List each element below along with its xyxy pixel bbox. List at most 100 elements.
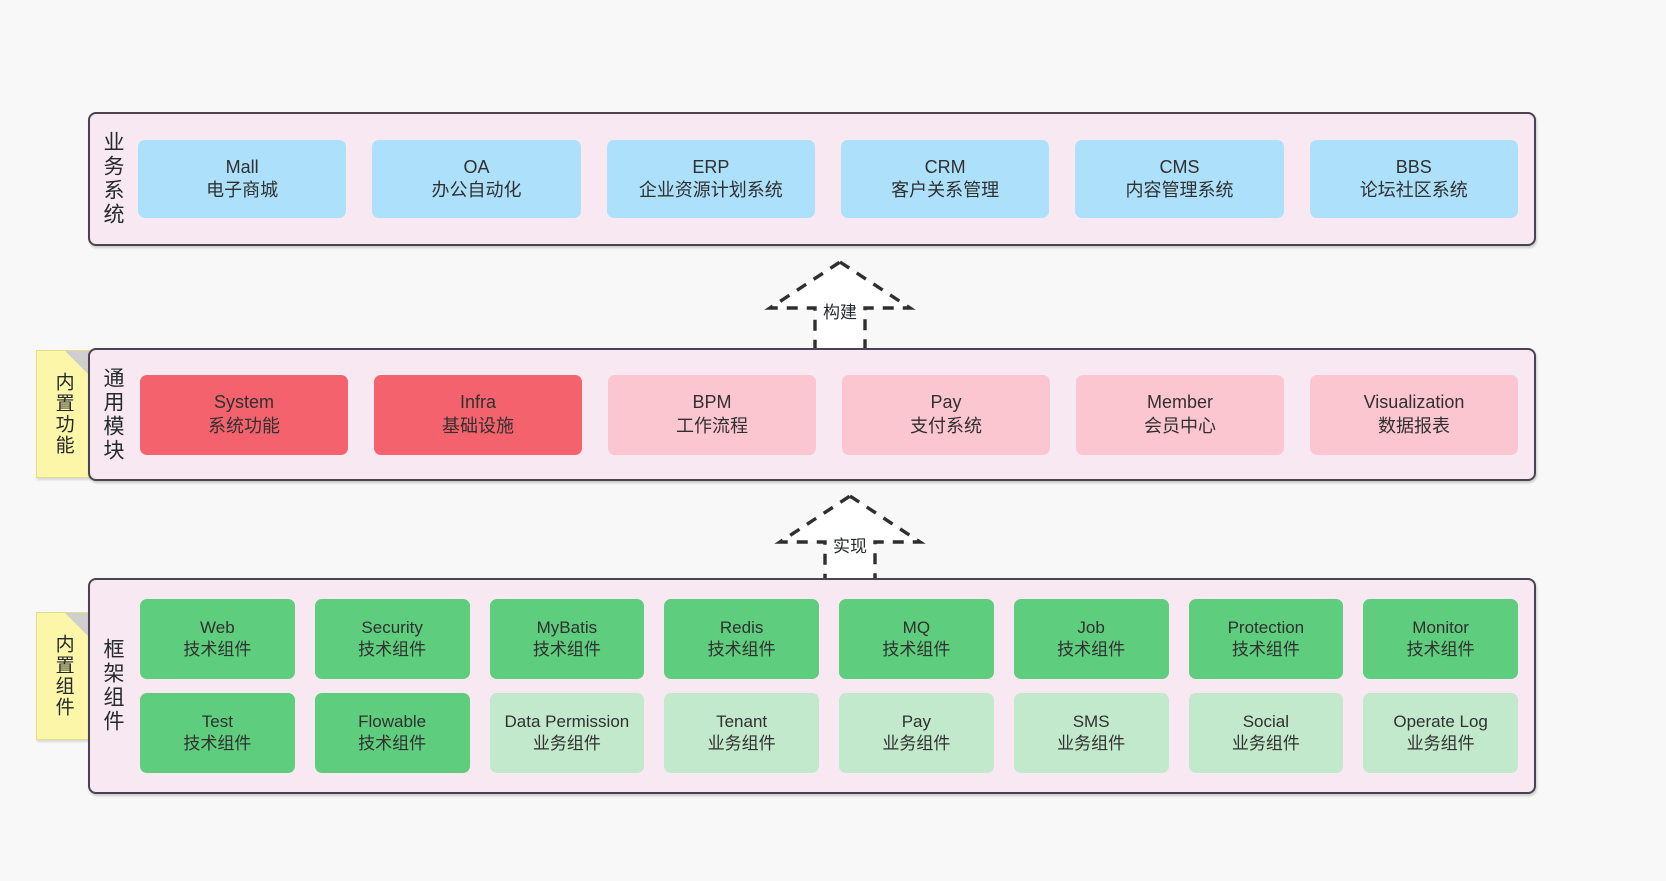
node-test-desc: 技术组件	[183, 734, 252, 753]
node-oa-desc: 办公自动化	[431, 180, 522, 200]
node-bpm-name: BPM	[692, 392, 732, 413]
node-mall-name: Mall	[225, 156, 259, 177]
node-mybatis[interactable]: MyBatis 技术组件	[489, 599, 645, 679]
layer-framework-body: Web 技术组件 Security 技术组件 MyBatis 技术组件 Redi…	[134, 580, 1534, 792]
node-protection[interactable]: Protection 技术组件	[1188, 599, 1344, 679]
node-pay-module-desc: 支付系统	[910, 415, 982, 436]
node-mq-desc: 技术组件	[882, 640, 951, 659]
node-bpm-desc: 工作流程	[676, 415, 748, 436]
layer-common-title: 通用模块	[101, 366, 125, 463]
node-erp[interactable]: ERP 企业资源计划系统	[606, 140, 815, 218]
node-web-desc: 技术组件	[183, 640, 252, 659]
node-monitor[interactable]: Monitor 技术组件	[1363, 599, 1518, 679]
node-security-desc: 技术组件	[358, 640, 427, 659]
node-bpm[interactable]: BPM 工作流程	[608, 374, 816, 455]
node-job-desc: 技术组件	[1057, 640, 1126, 659]
node-tenant[interactable]: Tenant 业务组件	[664, 693, 819, 773]
node-data-permission[interactable]: Data Permission 业务组件	[489, 693, 645, 773]
node-oa[interactable]: OA 办公自动化	[372, 140, 581, 218]
node-protection-desc: 技术组件	[1231, 640, 1300, 659]
node-oa-name: OA	[463, 156, 490, 177]
node-system-name: System	[213, 392, 274, 413]
node-visualization-desc: 数据报表	[1378, 415, 1450, 436]
framework-row-tech: Web 技术组件 Security 技术组件 MyBatis 技术组件 Redi…	[140, 599, 1518, 679]
note-builtin-components: 内置组件	[36, 612, 90, 740]
node-cms[interactable]: CMS 内容管理系统	[1075, 140, 1284, 218]
layer-business-body: Mall 电子商城 OA 办公自动化 ERP 企业资源计划系统 CRM 客户关系…	[134, 114, 1534, 244]
node-web[interactable]: Web 技术组件	[140, 599, 295, 679]
node-flowable-desc: 技术组件	[358, 734, 427, 753]
node-web-name: Web	[200, 617, 235, 637]
layer-business-title: 业务系统	[101, 131, 125, 227]
node-mybatis-desc: 技术组件	[532, 640, 601, 659]
node-cms-desc: 内容管理系统	[1125, 180, 1234, 200]
node-tenant-desc: 业务组件	[707, 734, 776, 753]
layer-business-systems: 业务系统 Mall 电子商城 OA 办公自动化 ERP 企业资源计划系统 CRM…	[88, 112, 1536, 246]
node-bbs[interactable]: BBS 论坛社区系统	[1309, 140, 1518, 218]
node-job[interactable]: Job 技术组件	[1013, 599, 1169, 679]
node-pay-component-name: Pay	[901, 711, 932, 731]
node-member[interactable]: Member 会员中心	[1076, 374, 1284, 455]
node-member-name: Member	[1146, 392, 1213, 413]
node-data-permission-desc: 业务组件	[532, 734, 601, 753]
node-security[interactable]: Security 技术组件	[314, 599, 470, 679]
node-operate-log-desc: 业务组件	[1406, 734, 1475, 753]
node-sms[interactable]: SMS 业务组件	[1013, 693, 1169, 773]
node-mq[interactable]: MQ 技术组件	[839, 599, 994, 679]
node-operate-log-name: Operate Log	[1393, 711, 1488, 731]
node-mall[interactable]: Mall 电子商城	[138, 140, 347, 218]
node-test[interactable]: Test 技术组件	[140, 693, 295, 773]
node-visualization[interactable]: Visualization 数据报表	[1310, 374, 1518, 455]
node-erp-desc: 企业资源计划系统	[638, 180, 783, 200]
node-test-name: Test	[201, 711, 233, 731]
node-social-desc: 业务组件	[1231, 734, 1300, 753]
node-system[interactable]: System 系统功能	[140, 374, 348, 455]
note-builtin-functions-label: 内置功能	[52, 372, 74, 456]
node-redis[interactable]: Redis 技术组件	[664, 599, 819, 679]
node-infra-name: Infra	[459, 392, 497, 413]
node-infra-desc: 基础设施	[442, 415, 514, 436]
node-redis-name: Redis	[719, 617, 764, 637]
node-monitor-name: Monitor	[1412, 617, 1469, 637]
node-data-permission-name: Data Permission	[504, 711, 630, 731]
node-member-desc: 会员中心	[1144, 415, 1216, 436]
layer-common-body: System 系统功能 Infra 基础设施 BPM 工作流程 Pay 支付系统…	[134, 350, 1534, 479]
arrow-realize-label: 实现	[833, 537, 867, 556]
node-social-name: Social	[1242, 711, 1290, 731]
node-sms-name: SMS	[1072, 711, 1110, 731]
node-crm-name: CRM	[924, 156, 966, 177]
arrow-build: 构建	[760, 258, 920, 354]
node-erp-name: ERP	[692, 156, 730, 177]
node-pay-component[interactable]: Pay 业务组件	[839, 693, 994, 773]
note-builtin-functions: 内置功能	[36, 350, 90, 478]
node-cms-name: CMS	[1159, 156, 1200, 177]
node-job-name: Job	[1077, 617, 1105, 637]
framework-row-business: Test 技术组件 Flowable 技术组件 Data Permission …	[140, 693, 1518, 773]
layer-framework-components: 框架组件 Web 技术组件 Security 技术组件 MyBatis 技术组件…	[88, 578, 1536, 794]
arrow-build-label: 构建	[823, 303, 857, 322]
node-crm[interactable]: CRM 客户关系管理	[840, 140, 1050, 218]
business-row: Mall 电子商城 OA 办公自动化 ERP 企业资源计划系统 CRM 客户关系…	[138, 140, 1518, 218]
node-bbs-name: BBS	[1395, 156, 1432, 177]
node-pay-module-name: Pay	[930, 392, 962, 413]
node-operate-log[interactable]: Operate Log 业务组件	[1363, 693, 1518, 773]
node-infra[interactable]: Infra 基础设施	[374, 374, 582, 455]
node-protection-name: Protection	[1227, 617, 1305, 637]
node-mall-desc: 电子商城	[206, 180, 279, 200]
node-redis-desc: 技术组件	[707, 640, 776, 659]
node-monitor-desc: 技术组件	[1406, 640, 1475, 659]
arrow-realize: 实现	[770, 492, 930, 588]
node-security-name: Security	[361, 617, 423, 637]
node-tenant-name: Tenant	[716, 711, 768, 731]
node-mq-name: MQ	[902, 617, 931, 637]
common-row: System 系统功能 Infra 基础设施 BPM 工作流程 Pay 支付系统…	[140, 374, 1518, 455]
node-system-desc: 系统功能	[208, 415, 280, 436]
node-pay-module[interactable]: Pay 支付系统	[842, 374, 1050, 455]
layer-common-modules: 通用模块 System 系统功能 Infra 基础设施 BPM 工作流程 Pay…	[88, 348, 1536, 481]
node-sms-desc: 业务组件	[1057, 734, 1126, 753]
note-builtin-components-label: 内置组件	[52, 634, 74, 718]
node-social[interactable]: Social 业务组件	[1188, 693, 1344, 773]
node-flowable[interactable]: Flowable 技术组件	[314, 693, 470, 773]
node-pay-component-desc: 业务组件	[882, 734, 951, 753]
